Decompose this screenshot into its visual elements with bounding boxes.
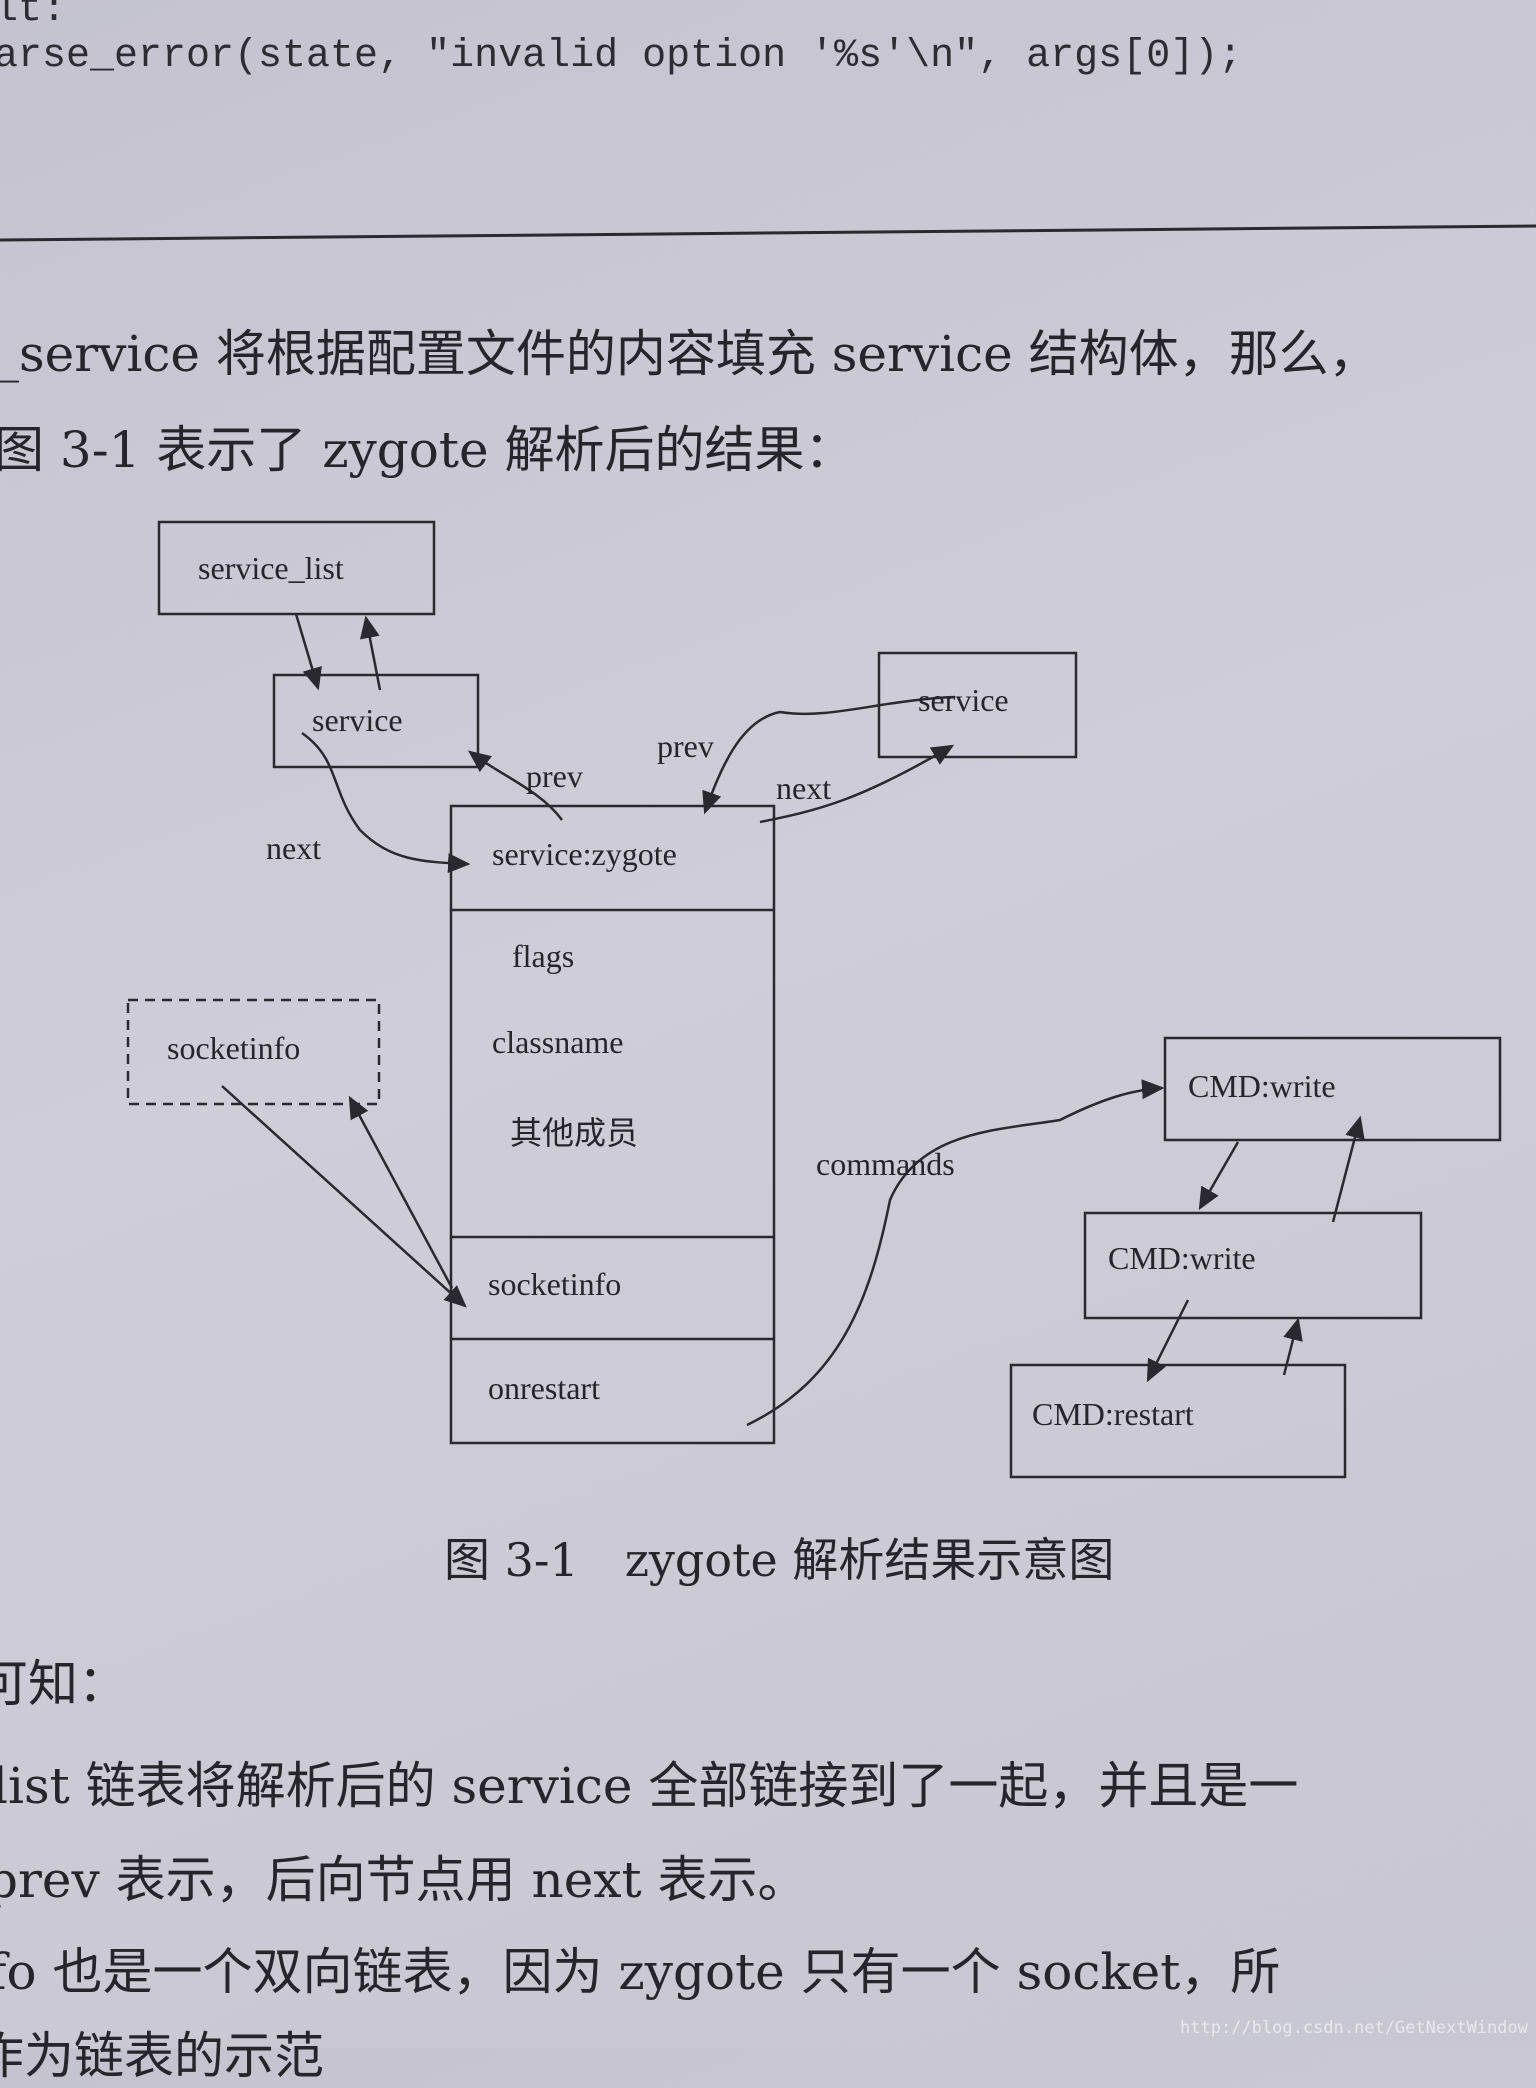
next-label: next [266,830,322,866]
section-rule [0,224,1536,242]
zygote-flags: flags [512,938,575,974]
zygote-box [449,804,776,1445]
body-line: 作为链表的示范 [0,2027,324,2085]
zygote-others: 其他成员 [510,1115,639,1151]
body-line: list 链表将解析后的 service 全部链接到了一起，并且是一 [0,1757,1299,1815]
intro-line: 图 3-1 表示了 zygote 解析后的结果： [0,421,855,479]
cmd-label: CMD:write [1108,1240,1256,1276]
socketinfo-node-label: socketinfo [167,1030,301,1066]
prev-label: prev [657,728,714,764]
zygote-socketinfo: socketinfo [488,1266,622,1302]
code-line: arse_error(state, "invalid option '%s'\n… [0,34,1243,79]
socketinfo-dashed-box [126,998,381,1106]
body-line: fo 也是一个双向链表，因为 zygote 只有一个 socket，所 [0,1943,1281,2001]
body-line: 可知： [0,1655,128,1713]
intro-line: _service 将根据配置文件的内容填充 service 结构体，那么， [0,325,1379,383]
body-line: prev 表示，后向节点用 next 表示。 [0,1851,808,1909]
code-line: lt: [0,0,67,33]
zygote-onrestart: onrestart [488,1370,600,1406]
service-list-label: service_list [198,550,344,586]
service-right-label: service [918,682,1009,718]
figure-caption: 图 3-1 zygote 解析结果示意图 [444,1533,1115,1587]
zygote-header: service:zygote [492,836,677,872]
cmd-restart-box [1009,1363,1347,1479]
service-left-label: service [312,702,403,738]
zygote-classname: classname [492,1024,624,1060]
commands-label: commands [816,1146,955,1182]
cmd-write-2-box [1083,1211,1423,1320]
prev-label: prev [526,758,583,794]
watermark: http://blog.csdn.net/GetNextWindow [1180,2018,1528,2038]
cmd-label: CMD:restart [1032,1396,1194,1432]
cmd-write-1-box [1163,1036,1502,1142]
next-label: next [776,770,832,806]
cmd-label: CMD:write [1188,1068,1336,1104]
